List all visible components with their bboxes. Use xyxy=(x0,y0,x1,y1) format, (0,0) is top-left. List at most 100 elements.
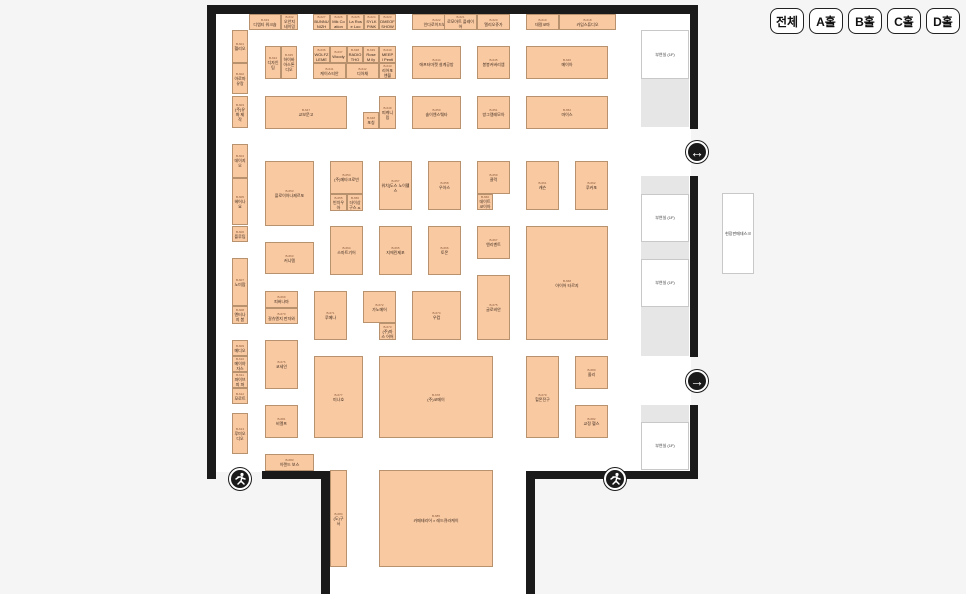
two-way-arrow-icon[interactable]: ↔ xyxy=(686,141,708,163)
booth-code: B-665 xyxy=(391,246,400,250)
side-room: 부연실 (1F) xyxy=(641,194,689,242)
booth-code: B-650 xyxy=(432,108,441,112)
booth-name: 엔터나 지 봄 xyxy=(234,312,246,322)
booth[interactable]: B-603(주)유화 제작 xyxy=(232,96,248,128)
tab-all[interactable]: 전체 xyxy=(770,8,804,34)
booth-name: 마이스 xyxy=(561,112,573,117)
tab-hall-b[interactable]: B홀 xyxy=(848,8,882,34)
emergency-exit-icon[interactable] xyxy=(604,468,626,490)
lounge-desk[interactable]: 현장판매데스크 xyxy=(722,193,754,274)
booth-code: B-673 xyxy=(383,324,392,329)
tab-hall-a[interactable]: A홀 xyxy=(809,8,843,34)
booth-name: 봉봉커버리엠 xyxy=(482,62,505,67)
booth[interactable]: B-684(도)구서 xyxy=(330,470,347,567)
booth-code: B-680 xyxy=(587,368,596,372)
booth-code: B-658 xyxy=(440,181,449,185)
tab-hall-d[interactable]: D홀 xyxy=(926,8,960,34)
booth-name: (주)코메이 xyxy=(427,396,445,402)
booth[interactable]: B-654(주)메타크로빈 xyxy=(330,161,363,194)
tab-hall-c[interactable]: C홀 xyxy=(887,8,921,34)
booth[interactable]: B-673(주)마스 어어 xyxy=(379,323,396,340)
booth-name: 더이상 구스 a. xyxy=(349,199,361,210)
booth[interactable]: B-678(주)코메이 xyxy=(379,356,493,438)
booth-name: 워치[도스 노이웰스 xyxy=(381,182,410,193)
emergency-exit-icon[interactable] xyxy=(229,468,251,490)
booth-name: 글로비안 xyxy=(486,307,501,312)
booth-code: B-634 xyxy=(268,55,277,60)
right-arrow-icon[interactable]: → xyxy=(686,370,708,392)
